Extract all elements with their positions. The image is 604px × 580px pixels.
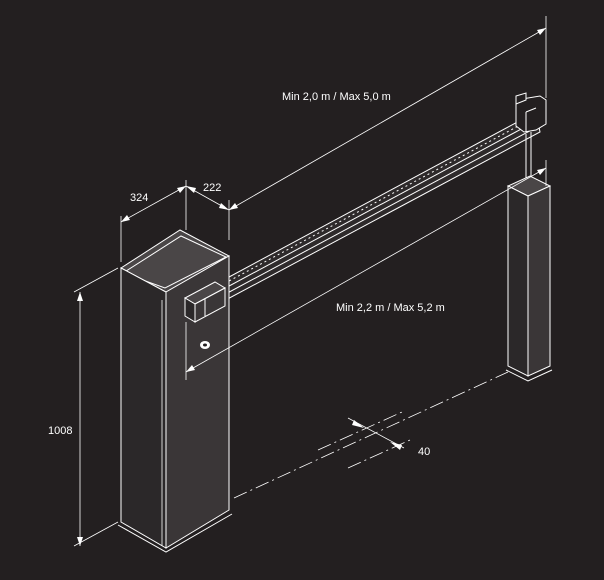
support-rod xyxy=(525,132,532,180)
beam-end-bracket xyxy=(515,92,547,133)
dimension-beam-length xyxy=(228,16,547,240)
beam-mount-head xyxy=(183,281,227,323)
beam-offset-label: 222 xyxy=(203,182,221,194)
ground-reference-lines xyxy=(233,371,509,499)
dimension-passage-width xyxy=(185,160,547,380)
key-lock-icon xyxy=(200,341,210,349)
beam-length-label: Min 2,0 m / Max 5,0 m xyxy=(282,91,391,103)
cabinet-height-label: 1008 xyxy=(48,425,72,437)
dimension-beam-offset xyxy=(185,185,230,211)
cabinet-depth-label: 324 xyxy=(130,192,148,204)
dimension-ground-gap xyxy=(347,417,405,450)
passage-width-label: Min 2,2 m / Max 5,2 m xyxy=(336,302,445,314)
barrier-cabinet xyxy=(117,229,233,553)
ground-gap-label: 40 xyxy=(418,446,430,458)
dimension-cabinet-depth xyxy=(120,180,187,262)
barrier-beam xyxy=(215,111,541,303)
support-post xyxy=(505,175,553,382)
dimension-cabinet-height xyxy=(73,267,119,547)
